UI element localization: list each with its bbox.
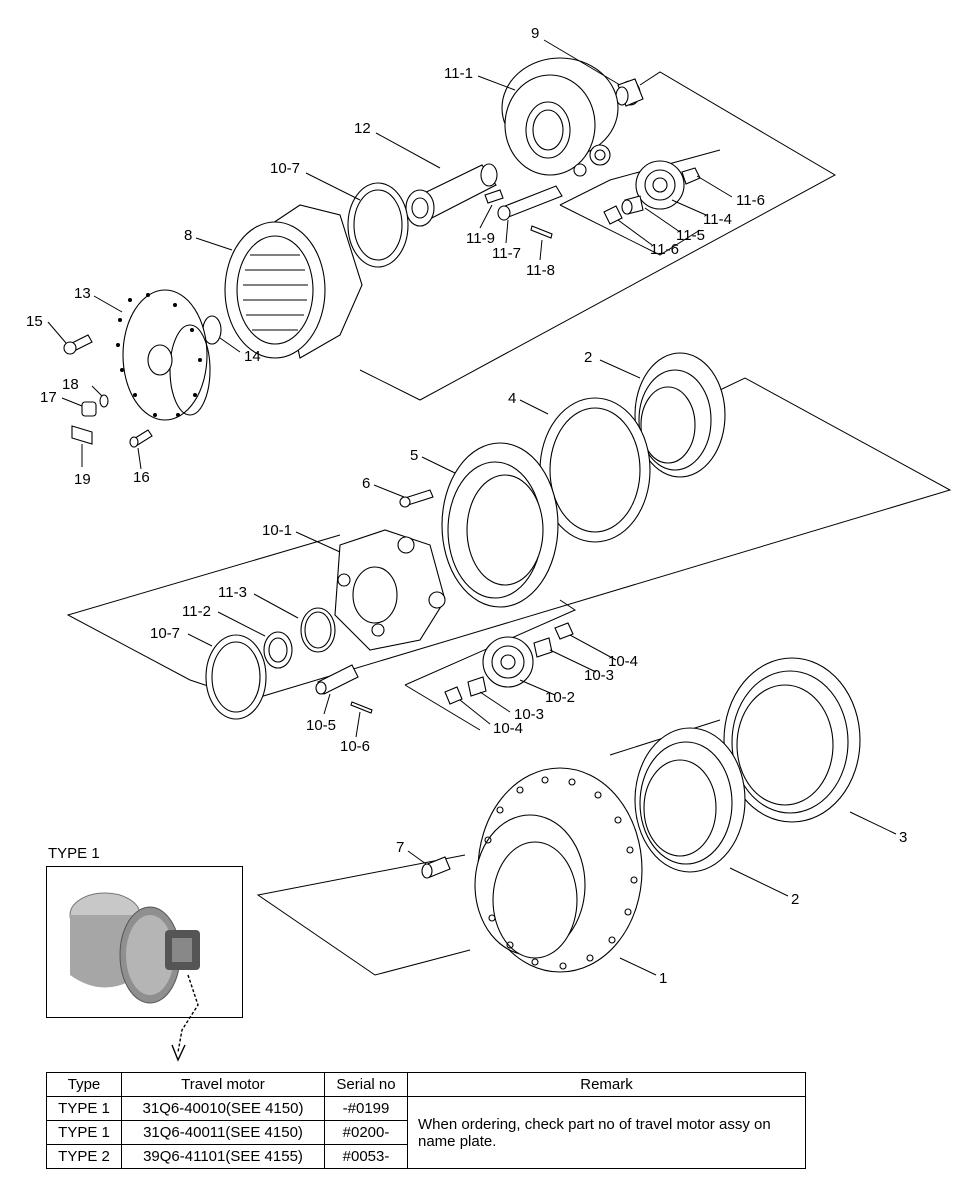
travel-motor-table: Type Travel motor Serial no Remark TYPE … — [46, 1072, 806, 1169]
part-13-cover — [116, 289, 211, 421]
type1-motor-photo — [47, 867, 240, 1062]
table-row: TYPE 2 39Q6-41101(SEE 4155) #0053- — [46, 1144, 806, 1169]
callout-11-1: 11-1 — [444, 65, 473, 82]
callout-10-2: 10-2 — [545, 689, 575, 706]
part-11-4-planet-gear — [635, 160, 685, 210]
part-11-2-sun-gear — [263, 631, 293, 669]
part-6-bolt — [399, 489, 434, 508]
callout-labels: 9 11-1 12 10-7 8 11-9 11-7 11-8 11-6 11-… — [26, 25, 907, 987]
callout-12: 12 — [354, 120, 371, 137]
cell-serial-no: #0200- — [324, 1120, 408, 1145]
callout-5: 5 — [410, 447, 418, 464]
callout-18: 18 — [62, 376, 79, 393]
part-10-3-needle-bearing — [467, 637, 553, 697]
callout-11-7: 11-7 — [492, 245, 521, 262]
callout-11-5: 11-5 — [676, 227, 705, 244]
header-serial-no: Serial no — [324, 1072, 408, 1097]
callout-11-4: 11-4 — [703, 211, 732, 228]
part-10-7-thrust-plate-upper — [347, 182, 409, 268]
cell-travel-motor: 39Q6-41101(SEE 4155) — [121, 1144, 325, 1169]
part-18-o-ring — [99, 394, 109, 408]
part-10-2-planet-gear — [482, 636, 534, 688]
callout-10-1: 10-1 — [262, 522, 292, 539]
cell-serial-no: #0053- — [324, 1144, 408, 1169]
callout-2-lower: 2 — [791, 891, 799, 908]
cell-travel-motor: 31Q6-40011(SEE 4150) — [121, 1120, 325, 1145]
cell-type: TYPE 2 — [46, 1144, 122, 1169]
callout-14: 14 — [244, 348, 261, 365]
callout-10-7-lower: 10-7 — [150, 625, 180, 642]
part-9-sleeve — [615, 78, 644, 107]
part-1-hub — [474, 767, 643, 973]
part-15-bolt — [63, 334, 93, 355]
callout-9: 9 — [531, 25, 539, 42]
callout-3: 3 — [899, 829, 907, 846]
cell-remark: When ordering, check part no of travel m… — [407, 1096, 806, 1169]
callout-13: 13 — [74, 285, 91, 302]
part-4-floating-seal — [539, 397, 651, 543]
part-10-4-thrust-washer — [444, 622, 574, 705]
part-7-pin — [421, 856, 451, 879]
callout-10-3-upper: 10-3 — [584, 667, 614, 684]
callout-15: 15 — [26, 313, 43, 330]
part-11-5-needle-bearing — [621, 195, 644, 215]
callout-11-3: 11-3 — [218, 584, 247, 601]
part-2-bearing-lower — [634, 727, 746, 873]
callout-10-5: 10-5 — [306, 717, 336, 734]
part-16-screw — [129, 429, 153, 448]
callout-11-9: 11-9 — [466, 230, 495, 247]
callout-10-3-lower: 10-3 — [514, 706, 544, 723]
part-5-housing-flange — [441, 442, 559, 608]
cell-serial-no: -#0199 — [324, 1096, 408, 1121]
part-2-bearing-upper — [634, 352, 726, 478]
table-row: TYPE 1 31Q6-40011(SEE 4150) #0200- — [46, 1120, 806, 1145]
callout-11-6-left: 11-6 — [650, 241, 679, 258]
part-3-seal — [723, 657, 861, 823]
part-11-3-snap-ring — [300, 607, 336, 653]
part-11-7-pin-group — [484, 185, 563, 239]
table-header-row: Type Travel motor Serial no Remark — [46, 1072, 806, 1097]
header-type: Type — [46, 1072, 122, 1097]
part-10-7-thrust-plate-lower — [205, 634, 267, 720]
callout-8: 8 — [184, 227, 192, 244]
type1-caption: TYPE 1 — [48, 845, 100, 862]
part-12-shaft — [405, 163, 498, 227]
part-11-1-carrier — [501, 57, 619, 177]
leader-lines — [47, 39, 897, 976]
header-remark: Remark — [407, 1072, 806, 1097]
part-17-plug — [81, 401, 97, 417]
table-row: TYPE 1 31Q6-40010(SEE 4150) -#0199 When … — [46, 1096, 806, 1169]
callout-10-4-upper: 10-4 — [608, 653, 638, 670]
callout-17: 17 — [40, 389, 57, 406]
callout-10-4-lower: 10-4 — [493, 720, 523, 737]
callout-16: 16 — [133, 469, 150, 486]
callout-6: 6 — [362, 475, 370, 492]
callout-4: 4 — [508, 390, 516, 407]
part-10-6-spring-pin — [350, 701, 373, 714]
type1-inset-frame — [46, 866, 243, 1018]
callout-2-upper: 2 — [584, 349, 592, 366]
header-travel-motor: Travel motor — [121, 1072, 325, 1097]
callout-10-6: 10-6 — [340, 738, 370, 755]
cell-travel-motor: 31Q6-40010(SEE 4150) — [121, 1096, 325, 1121]
callout-7: 7 — [396, 839, 404, 856]
cell-type: TYPE 1 — [46, 1120, 122, 1145]
callout-11-6-right: 11-6 — [736, 192, 765, 209]
part-10-1-planet-carrier — [334, 529, 446, 651]
part-19-name-plate — [71, 425, 93, 445]
callout-19: 19 — [74, 471, 91, 488]
part-8-ring-gear — [224, 204, 363, 359]
callout-11-2: 11-2 — [182, 603, 211, 620]
callout-1: 1 — [659, 970, 667, 987]
cell-type: TYPE 1 — [46, 1096, 122, 1121]
callout-11-8: 11-8 — [526, 262, 555, 279]
part-11-6-thrust-washer — [603, 167, 701, 225]
part-10-5-pin — [315, 664, 359, 695]
callout-10-7-upper: 10-7 — [270, 160, 300, 177]
